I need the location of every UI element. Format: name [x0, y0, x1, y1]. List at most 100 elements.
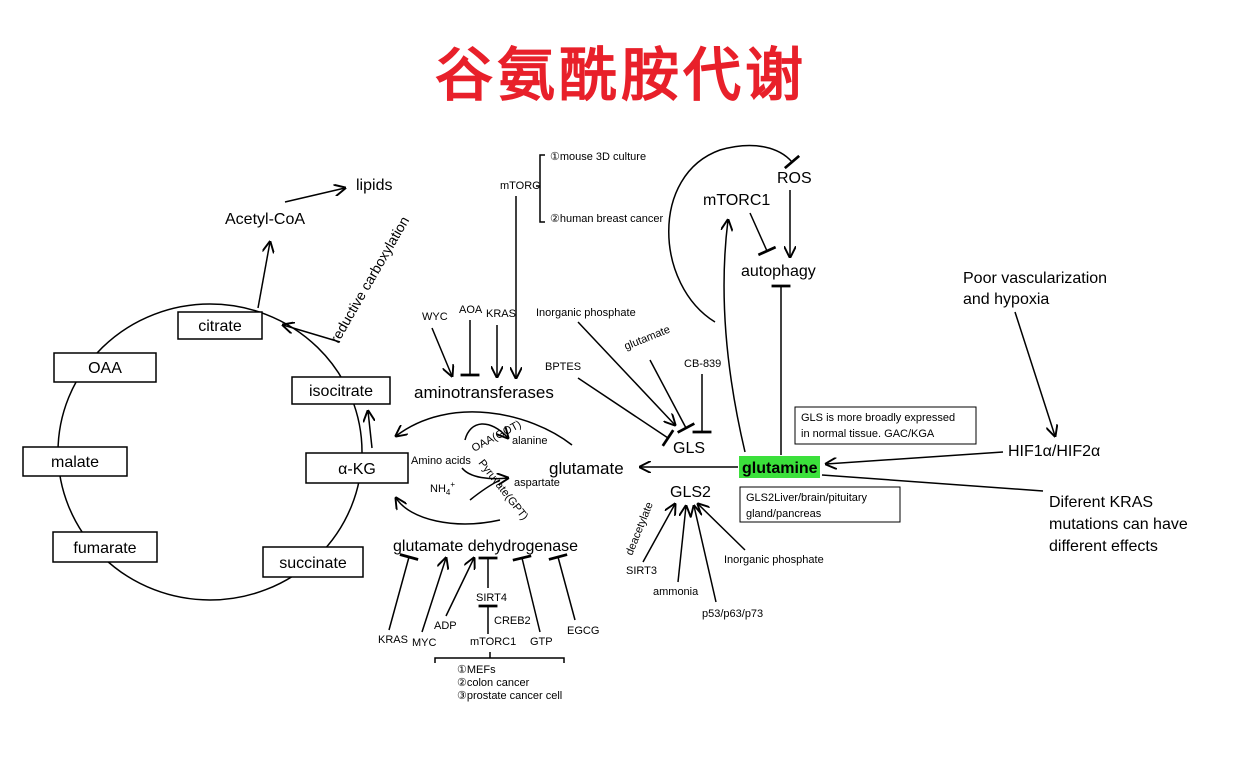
glutamine-inhibits-ros-loop [668, 144, 801, 323]
kras-inhibits-gdh [388, 553, 419, 631]
inorganic-phosphate2-label: Inorganic phosphate [724, 554, 824, 566]
citrate-to-acetylcoa-arrow [257, 242, 270, 309]
kras-effects-line3: different effects [1049, 538, 1158, 555]
adp-label: ADP [434, 620, 457, 632]
gtp-label: GTP [530, 636, 553, 648]
oaa-label: OAA [88, 360, 122, 377]
cb839-label: CB-839 [684, 358, 721, 370]
glutamate-label: glutamate [549, 459, 624, 478]
akg-label: α-KG [338, 461, 376, 478]
sirt3-label: SIRT3 [626, 565, 657, 577]
ammonia-label: ammonia [653, 586, 699, 598]
aspartate-label: aspartate [514, 477, 560, 489]
mtorc1-right-label: mTORC1 [703, 192, 770, 209]
p53-to-gls2-arrow [694, 506, 717, 603]
pyruvate-gpt-arrow [461, 467, 508, 479]
lipids-label: lipids [356, 177, 392, 194]
alanine-label: alanine [512, 435, 547, 447]
wyc-to-aminotransferases-arrow [431, 327, 452, 376]
kras-gdh-label: KRAS [378, 634, 408, 646]
gls-label: GLS [673, 440, 705, 457]
gls2-note-line1: GLS2Liver/brain/pituitary [746, 492, 868, 504]
egcg-inhibits-gdh [548, 553, 576, 621]
gls-note-line1: GLS is more broadly expressed [801, 412, 955, 424]
phosphate-to-gls2-arrow [698, 504, 746, 551]
autophagy-label: autophagy [741, 263, 816, 280]
wyc-label: WYC [422, 311, 448, 323]
aminotransferase-curve-arrow [396, 411, 573, 446]
succinate-box: succinate [262, 546, 364, 578]
gtp-inhibits-gdh [512, 554, 541, 633]
kras-effects-line2: mutations can have [1049, 516, 1188, 533]
glutamine-to-kras-line [821, 474, 1044, 492]
sirt4-label: SIRT4 [476, 592, 507, 604]
breast-cancer-label: ②human breast cancer [550, 213, 664, 225]
akg-to-isocitrate-arrow [368, 411, 372, 449]
adp-to-gdh-arrow [445, 558, 474, 617]
oaa-got-arrow [464, 423, 508, 440]
akg-box: α-KG [305, 452, 409, 484]
hif-to-glutamine-arrow [826, 451, 1004, 464]
reductive-carboxylation-arrow [283, 325, 341, 343]
mouse-culture-label: ①mouse 3D culture [550, 151, 646, 163]
kras-aminotransferase-label: KRAS [486, 308, 516, 320]
citrate-label: citrate [198, 318, 242, 335]
sirt3-to-gls2-arrow [642, 504, 675, 563]
bptes-inhibits-gls [577, 377, 675, 447]
inorganic-phosphate-label: Inorganic phosphate [536, 307, 636, 319]
mtorc1-bracket [434, 657, 565, 663]
isocitrate-box: isocitrate [291, 376, 391, 405]
oaa-box: OAA [53, 352, 157, 383]
creb2-label: CREB2 [494, 615, 531, 627]
aoa-label: AOA [459, 304, 483, 316]
mtorc1-gdh-label: mTORC1 [470, 636, 516, 648]
bptes-label: BPTES [545, 361, 581, 373]
amino-acids-label: Amino acids [411, 455, 471, 467]
myc-label: MYC [412, 637, 437, 649]
diagram-title: 谷氨酰胺代谢 [434, 41, 807, 109]
gls2-note-line2: gland/pancreas [746, 508, 822, 520]
ammonia-to-gls2-arrow [677, 506, 686, 583]
nh4-label: NH4+ [430, 480, 455, 497]
isocitrate-label: isocitrate [309, 383, 373, 400]
egcg-label: EGCG [567, 625, 599, 637]
kras-effects-line1: Diferent KRAS [1049, 494, 1153, 511]
ros-label: ROS [777, 170, 812, 187]
mtorc-bracket [539, 154, 545, 223]
gls2-label: GLS2 [670, 484, 711, 501]
gls-note-line2: in normal tissue. GAC/KGA [801, 428, 935, 440]
colon-cancer-label: ②colon cancer [457, 677, 530, 689]
glutamine-label: glutamine [742, 460, 818, 477]
mtorc-label: mTORC [500, 180, 540, 192]
glutamate-inhibits-gls [649, 359, 695, 434]
phosphate-to-gls-arrow [577, 321, 675, 425]
glutamine-to-mtorc1-arrow [724, 220, 746, 453]
malate-label: malate [51, 454, 99, 471]
gdh-curve-arrow [396, 498, 501, 525]
acetyl-coa-label: Acetyl-CoA [225, 211, 305, 228]
glutamate-regulator-label: glutamate [623, 324, 672, 353]
poor-vascularization-line1: Poor vascularization [963, 270, 1107, 287]
malate-box: malate [22, 446, 128, 477]
fumarate-box: fumarate [52, 531, 158, 563]
succinate-label: succinate [279, 555, 347, 572]
poor-vascularization-line2: and hypoxia [963, 291, 1049, 308]
hif-label: HIF1α/HIF2α [1008, 443, 1100, 460]
nh4-release-curve [469, 479, 501, 501]
mtorc1-inhibits-autophagy [749, 212, 777, 257]
hypoxia-to-hif-arrow [1014, 311, 1055, 436]
aminotransferases-label: aminotransferases [414, 383, 554, 402]
acetylcoa-to-lipids-arrow [284, 188, 345, 203]
glutamine-highlight: glutamine [739, 456, 820, 478]
prostate-cancer-label: ③prostate cancer cell [457, 690, 562, 702]
gls2-note-box: GLS2Liver/brain/pituitary gland/pancreas [739, 486, 901, 523]
gdh-label: glutamate dehydrogenase [393, 538, 578, 555]
citrate-box: citrate [177, 311, 263, 340]
p53-label: p53/p63/p73 [702, 608, 763, 620]
reductive-carboxylation-label: reductive carboxylation [327, 213, 412, 345]
myc-to-gdh-arrow [421, 558, 446, 633]
mefs-label: ①MEFs [457, 664, 496, 676]
gls-note-box: GLS is more broadly expressed in normal … [794, 406, 977, 445]
fumarate-label: fumarate [73, 540, 136, 557]
